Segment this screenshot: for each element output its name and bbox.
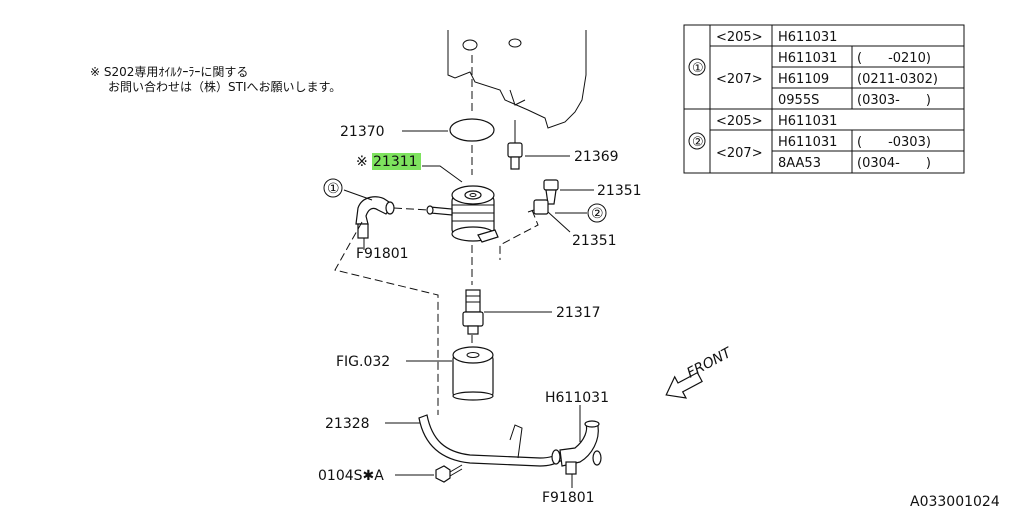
- hose-route: [334, 221, 439, 415]
- label-21369: 21369: [574, 149, 619, 165]
- highlight-21311: [372, 153, 421, 170]
- table-cell-part: H611031: [778, 135, 837, 150]
- label-21317: 21317: [556, 305, 601, 321]
- application-table: [683, 24, 965, 174]
- note-line-1: ※ S202専用ｵｲﾙｸｰﾗｰに関する: [90, 65, 248, 79]
- leader-21311: [422, 165, 463, 183]
- label-21370: 21370: [340, 124, 385, 140]
- table-cell-model: <205>: [716, 30, 763, 45]
- hose-route: [393, 207, 429, 211]
- table-cell-part: H611031: [778, 114, 837, 129]
- table-cell-model: <205>: [716, 114, 763, 129]
- hose-route: [499, 209, 539, 260]
- table-cell-part: 8AA53: [778, 156, 821, 171]
- engine-hole: [462, 39, 478, 51]
- label-21328: 21328: [325, 416, 370, 432]
- hose-fitting-21351-upper: [543, 179, 559, 205]
- table-cell-model: <207>: [716, 146, 763, 161]
- fitting-21369: [507, 120, 523, 170]
- label-21351-upper: 21351: [597, 183, 642, 199]
- engine-bracket: [509, 89, 526, 106]
- oil-filter: [452, 346, 494, 401]
- label-fig032: FIG.032: [336, 354, 390, 370]
- elbow-hose-left: [355, 196, 395, 239]
- label-0104s: 0104S✱A: [318, 468, 384, 484]
- bolt-0104s: [435, 464, 463, 483]
- leader-callout-1: [343, 189, 373, 201]
- hose-fitting-21351-lower: [527, 199, 549, 215]
- table-group-mark: ②: [692, 135, 704, 150]
- table-cell-range: (0211-0302): [857, 72, 938, 87]
- table-cell-model: <207>: [716, 72, 763, 87]
- table-cell-range: ( -0303): [857, 135, 931, 150]
- oil-pipe-21328: [418, 414, 563, 467]
- oil-cooler: [426, 185, 499, 243]
- callout-1-circle: [323, 178, 343, 198]
- label-21351-lower: 21351: [572, 233, 617, 249]
- engine-hole: [508, 38, 522, 48]
- callout-2: ②: [591, 206, 604, 222]
- oil-cooler-gasket: [449, 118, 495, 142]
- table-mark-circle: [688, 58, 706, 76]
- table-cell-part: 0955S: [778, 93, 819, 108]
- leader-21351-lower: [547, 211, 571, 233]
- table-cell-part: H61109: [778, 72, 829, 87]
- table-cell-range: (0303- ): [857, 93, 931, 108]
- elbow-hose-right: [551, 420, 602, 475]
- note-line-2: お問い合わせは（株）STIへお願いします。: [108, 79, 341, 94]
- table-mark-circle: [688, 132, 706, 150]
- cooler-bolt-21317: [462, 289, 484, 335]
- drawing-id: A033001024: [910, 494, 1000, 510]
- table-cell-part: H611031: [778, 51, 837, 66]
- table-group-mark: ①: [692, 61, 704, 76]
- label-21311: 21311: [373, 154, 418, 170]
- engine-block-outline: [447, 30, 587, 129]
- label-front: FRONT: [684, 344, 735, 381]
- callout-2-circle: [587, 203, 607, 223]
- label-21311-prefix: ※: [356, 154, 368, 170]
- table-cell-part: H611031: [778, 30, 837, 45]
- front-arrow-icon: [665, 371, 703, 399]
- label-f91801-bottom: F91801: [542, 490, 595, 506]
- label-f91801-left: F91801: [356, 246, 409, 262]
- table-cell-range: (0304- ): [857, 156, 931, 171]
- callout-1: ①: [327, 181, 340, 197]
- table-cell-range: ( -0210): [857, 51, 931, 66]
- label-h611031: H611031: [545, 390, 609, 406]
